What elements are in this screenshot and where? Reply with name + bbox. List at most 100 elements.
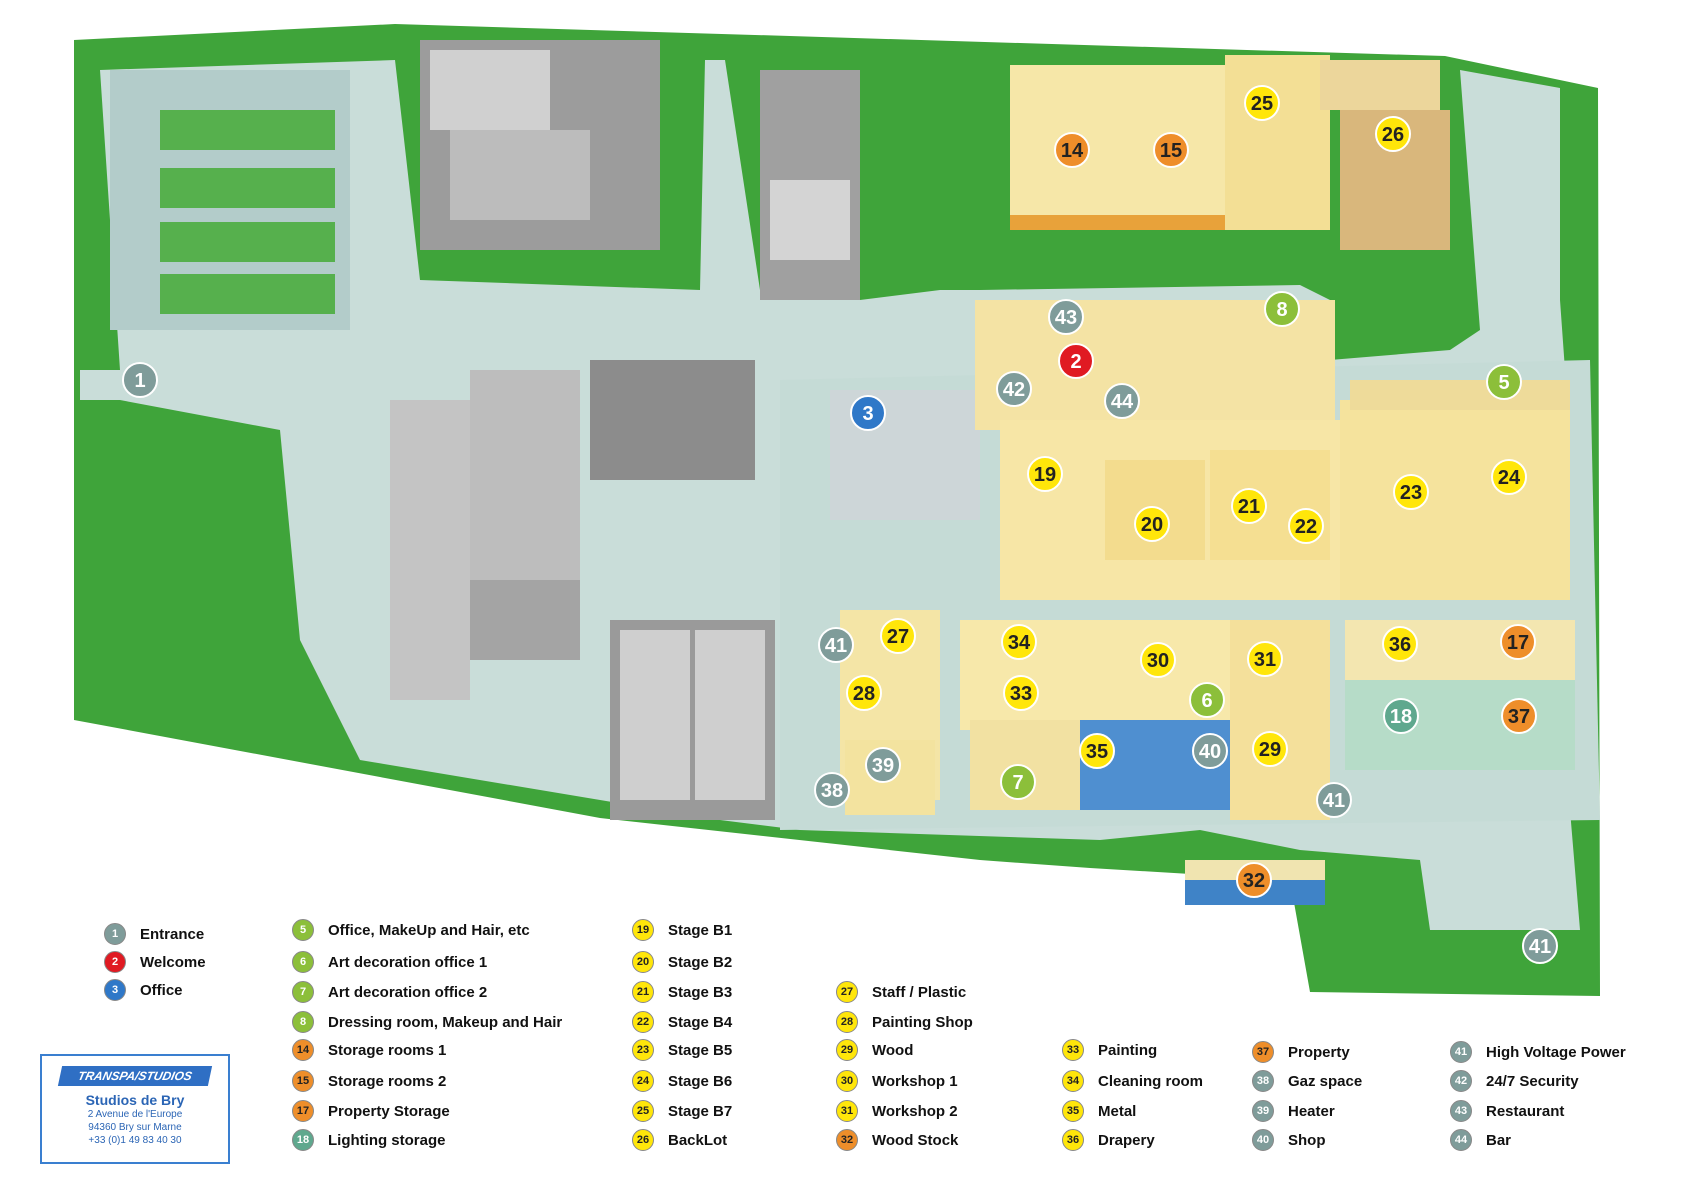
legend-dot: 19	[632, 919, 654, 941]
map-marker-41[interactable]: 41	[818, 627, 854, 663]
map-marker-number: 24	[1498, 467, 1521, 489]
map-marker-14[interactable]: 14	[1054, 132, 1090, 168]
legend-label: Entrance	[140, 925, 205, 943]
map-marker-35[interactable]: 35	[1079, 733, 1115, 769]
map-marker-circle	[1140, 642, 1176, 678]
legend-dot: 32	[836, 1129, 858, 1151]
map-marker-31[interactable]: 31	[1247, 641, 1283, 677]
map-marker-6[interactable]: 6	[1189, 682, 1225, 718]
map-marker-number: 31	[1254, 649, 1276, 671]
map-marker-1[interactable]: 1	[122, 362, 158, 398]
legend-label: Office, MakeUp and Hair, etc	[328, 921, 530, 939]
legend-label: Metal	[1098, 1102, 1137, 1120]
map-marker-8[interactable]: 8	[1264, 291, 1300, 327]
map-marker-21[interactable]: 21	[1231, 488, 1267, 524]
legend-dot: 26	[632, 1129, 654, 1151]
map-marker-circle	[1236, 862, 1272, 898]
company-address-line2: 94360 Bry sur Marne	[88, 1122, 182, 1133]
map-marker-44[interactable]: 44	[1104, 383, 1140, 419]
map-marker-19[interactable]: 19	[1027, 456, 1063, 492]
map-marker-circle	[1500, 624, 1536, 660]
map-marker-circle	[1134, 506, 1170, 542]
legend-label: Stage B6	[668, 1072, 733, 1090]
map-marker-number: 2	[1070, 351, 1081, 373]
legend-dot: 18	[292, 1129, 314, 1151]
map-marker-circle	[1264, 291, 1300, 327]
map-marker-28[interactable]: 28	[846, 675, 882, 711]
map-marker-27[interactable]: 27	[880, 618, 916, 654]
map-marker-33[interactable]: 33	[1003, 675, 1039, 711]
map-marker-number: 35	[1086, 741, 1108, 763]
map-marker-circle	[1054, 132, 1090, 168]
map-marker-number: 1	[134, 370, 145, 392]
map-marker-36[interactable]: 36	[1382, 626, 1418, 662]
map-marker-number: 17	[1507, 632, 1529, 654]
map-marker-2[interactable]: 2	[1058, 343, 1094, 379]
legend-item-29: 29 Wood	[836, 1038, 913, 1062]
map-marker-number: 15	[1160, 140, 1182, 162]
map-marker-circle	[1048, 299, 1084, 335]
map-marker-43[interactable]: 43	[1048, 299, 1084, 335]
map-marker-26[interactable]: 26	[1375, 116, 1411, 152]
map-marker-3[interactable]: 3	[850, 395, 886, 431]
legend-label: Art decoration office 2	[328, 983, 488, 1001]
legend-label: Painting	[1098, 1041, 1158, 1059]
map-marker-circle	[1189, 682, 1225, 718]
map-marker-25[interactable]: 25	[1244, 85, 1280, 121]
map-marker-40[interactable]: 40	[1192, 733, 1228, 769]
map-marker-24[interactable]: 24	[1491, 459, 1527, 495]
map-marker-38[interactable]: 38	[814, 772, 850, 808]
map-marker-41[interactable]: 41	[1316, 782, 1352, 818]
legend-dot: 8	[292, 1011, 314, 1033]
legend-label: Stage B1	[668, 921, 733, 939]
legend-dot: 35	[1062, 1100, 1084, 1122]
map-marker-29[interactable]: 29	[1252, 731, 1288, 767]
map-marker-22[interactable]: 22	[1288, 508, 1324, 544]
company-phone: +33 (0)1 49 83 40 30	[88, 1135, 182, 1146]
legend-label: Stage B3	[668, 983, 733, 1001]
map-marker-circle	[1382, 626, 1418, 662]
map-marker-number: 44	[1111, 391, 1134, 413]
legend-dot: 15	[292, 1070, 314, 1092]
legend-dot: 1	[104, 923, 126, 945]
map-marker-34[interactable]: 34	[1001, 624, 1037, 660]
map-marker-5[interactable]: 5	[1486, 364, 1522, 400]
legend-label: Painting Shop	[872, 1013, 973, 1031]
map-marker-32[interactable]: 32	[1236, 862, 1272, 898]
legend-dot: 23	[632, 1039, 654, 1061]
map-marker-23[interactable]: 23	[1393, 474, 1429, 510]
map-marker-41[interactable]: 41	[1522, 928, 1558, 964]
map-marker-circle	[1383, 698, 1419, 734]
map-marker-30[interactable]: 30	[1140, 642, 1176, 678]
map-marker-18[interactable]: 18	[1383, 698, 1419, 734]
map-marker-number: 41	[1529, 936, 1551, 958]
legend-dot: 2	[104, 951, 126, 973]
map-marker-15[interactable]: 15	[1153, 132, 1189, 168]
map-marker-number: 30	[1147, 650, 1169, 672]
map-marker-42[interactable]: 42	[996, 371, 1032, 407]
legend-dot: 7	[292, 981, 314, 1003]
legend-dot: 31	[836, 1100, 858, 1122]
map-marker-number: 8	[1276, 299, 1287, 321]
legend-label: Wood	[872, 1041, 914, 1059]
legend-label: Cleaning room	[1098, 1072, 1204, 1090]
legend-dot: 20	[632, 951, 654, 973]
map-marker-39[interactable]: 39	[865, 747, 901, 783]
legend-label: Stage B4	[668, 1013, 733, 1031]
map-marker-7[interactable]: 7	[1000, 764, 1036, 800]
legend-dot: 29	[836, 1039, 858, 1061]
legend-label: Restaurant	[1486, 1102, 1565, 1120]
map-marker-20[interactable]: 20	[1134, 506, 1170, 542]
legend-dot: 14	[292, 1039, 314, 1061]
map-marker-17[interactable]: 17	[1500, 624, 1536, 660]
map-marker-number: 26	[1382, 124, 1404, 146]
map-marker-37[interactable]: 37	[1501, 698, 1537, 734]
